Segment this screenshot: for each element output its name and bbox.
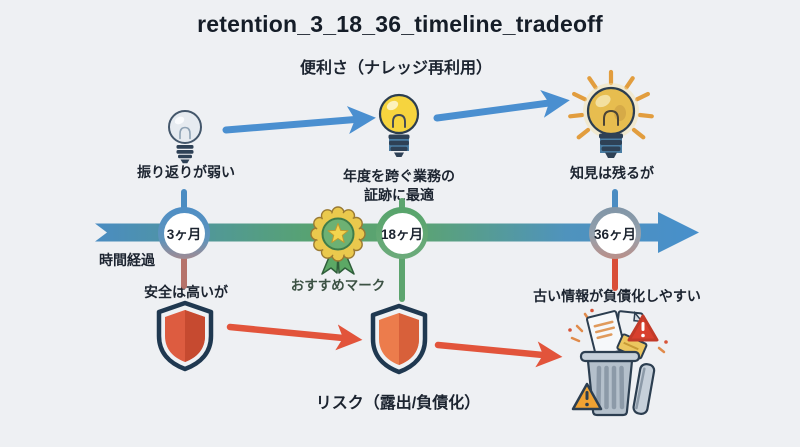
risk-arrow-2 bbox=[434, 341, 563, 368]
glowing-lightbulb-icon bbox=[568, 69, 654, 158]
time-axis-label: 時間経過 bbox=[99, 252, 155, 268]
bin-body bbox=[579, 350, 641, 417]
risk-axis-label: リスク（露出/負債化） bbox=[315, 395, 481, 412]
dim-lightbulb-icon bbox=[168, 110, 202, 164]
risk-note-36m: 古い情報が負債化しやすい bbox=[533, 288, 701, 304]
benefit-note-36m: 知見は残るが bbox=[570, 165, 654, 181]
warning-triangle-red-icon bbox=[627, 314, 659, 342]
benefit-note-18m: 年度を跨ぐ業務の 証跡に最適 bbox=[343, 168, 455, 203]
timeline-node-3m-label: 3ヶ月 bbox=[163, 212, 205, 254]
timeline-node-36m-label: 36ヶ月 bbox=[594, 212, 636, 254]
risk-note-3m: 安全は高いが bbox=[144, 284, 228, 300]
shield-icon-18m bbox=[370, 303, 428, 375]
risk-arrow-1 bbox=[226, 323, 363, 351]
benefit-axis-label: 便利さ（ナレッジ再利用） bbox=[299, 60, 493, 77]
lit-lightbulb-icon bbox=[378, 93, 420, 157]
benefit-note-3m: 振り返りが弱い bbox=[137, 164, 235, 180]
benefit-arrow-2 bbox=[433, 90, 570, 122]
timeline-node-3m: 3ヶ月 bbox=[158, 207, 210, 259]
benefit-arrow-1 bbox=[222, 106, 376, 135]
shield-icon-3m bbox=[156, 300, 214, 372]
bin-lid bbox=[632, 362, 656, 415]
page-title: retention_3_18_36_timeline_tradeoff bbox=[197, 11, 603, 37]
warning-triangle-orange-icon bbox=[571, 382, 603, 411]
trash-bin-warning-icon bbox=[568, 308, 668, 417]
discarded-documents bbox=[586, 310, 648, 360]
rosette-badge-icon bbox=[310, 206, 366, 275]
timeline-node-18m: 18ヶ月 bbox=[376, 207, 428, 259]
timeline-node-36m: 36ヶ月 bbox=[589, 207, 641, 259]
star-icon bbox=[327, 223, 349, 243]
timeline-node-18m-label: 18ヶ月 bbox=[381, 212, 423, 254]
recommended-badge-label: おすすめマーク bbox=[290, 278, 386, 293]
